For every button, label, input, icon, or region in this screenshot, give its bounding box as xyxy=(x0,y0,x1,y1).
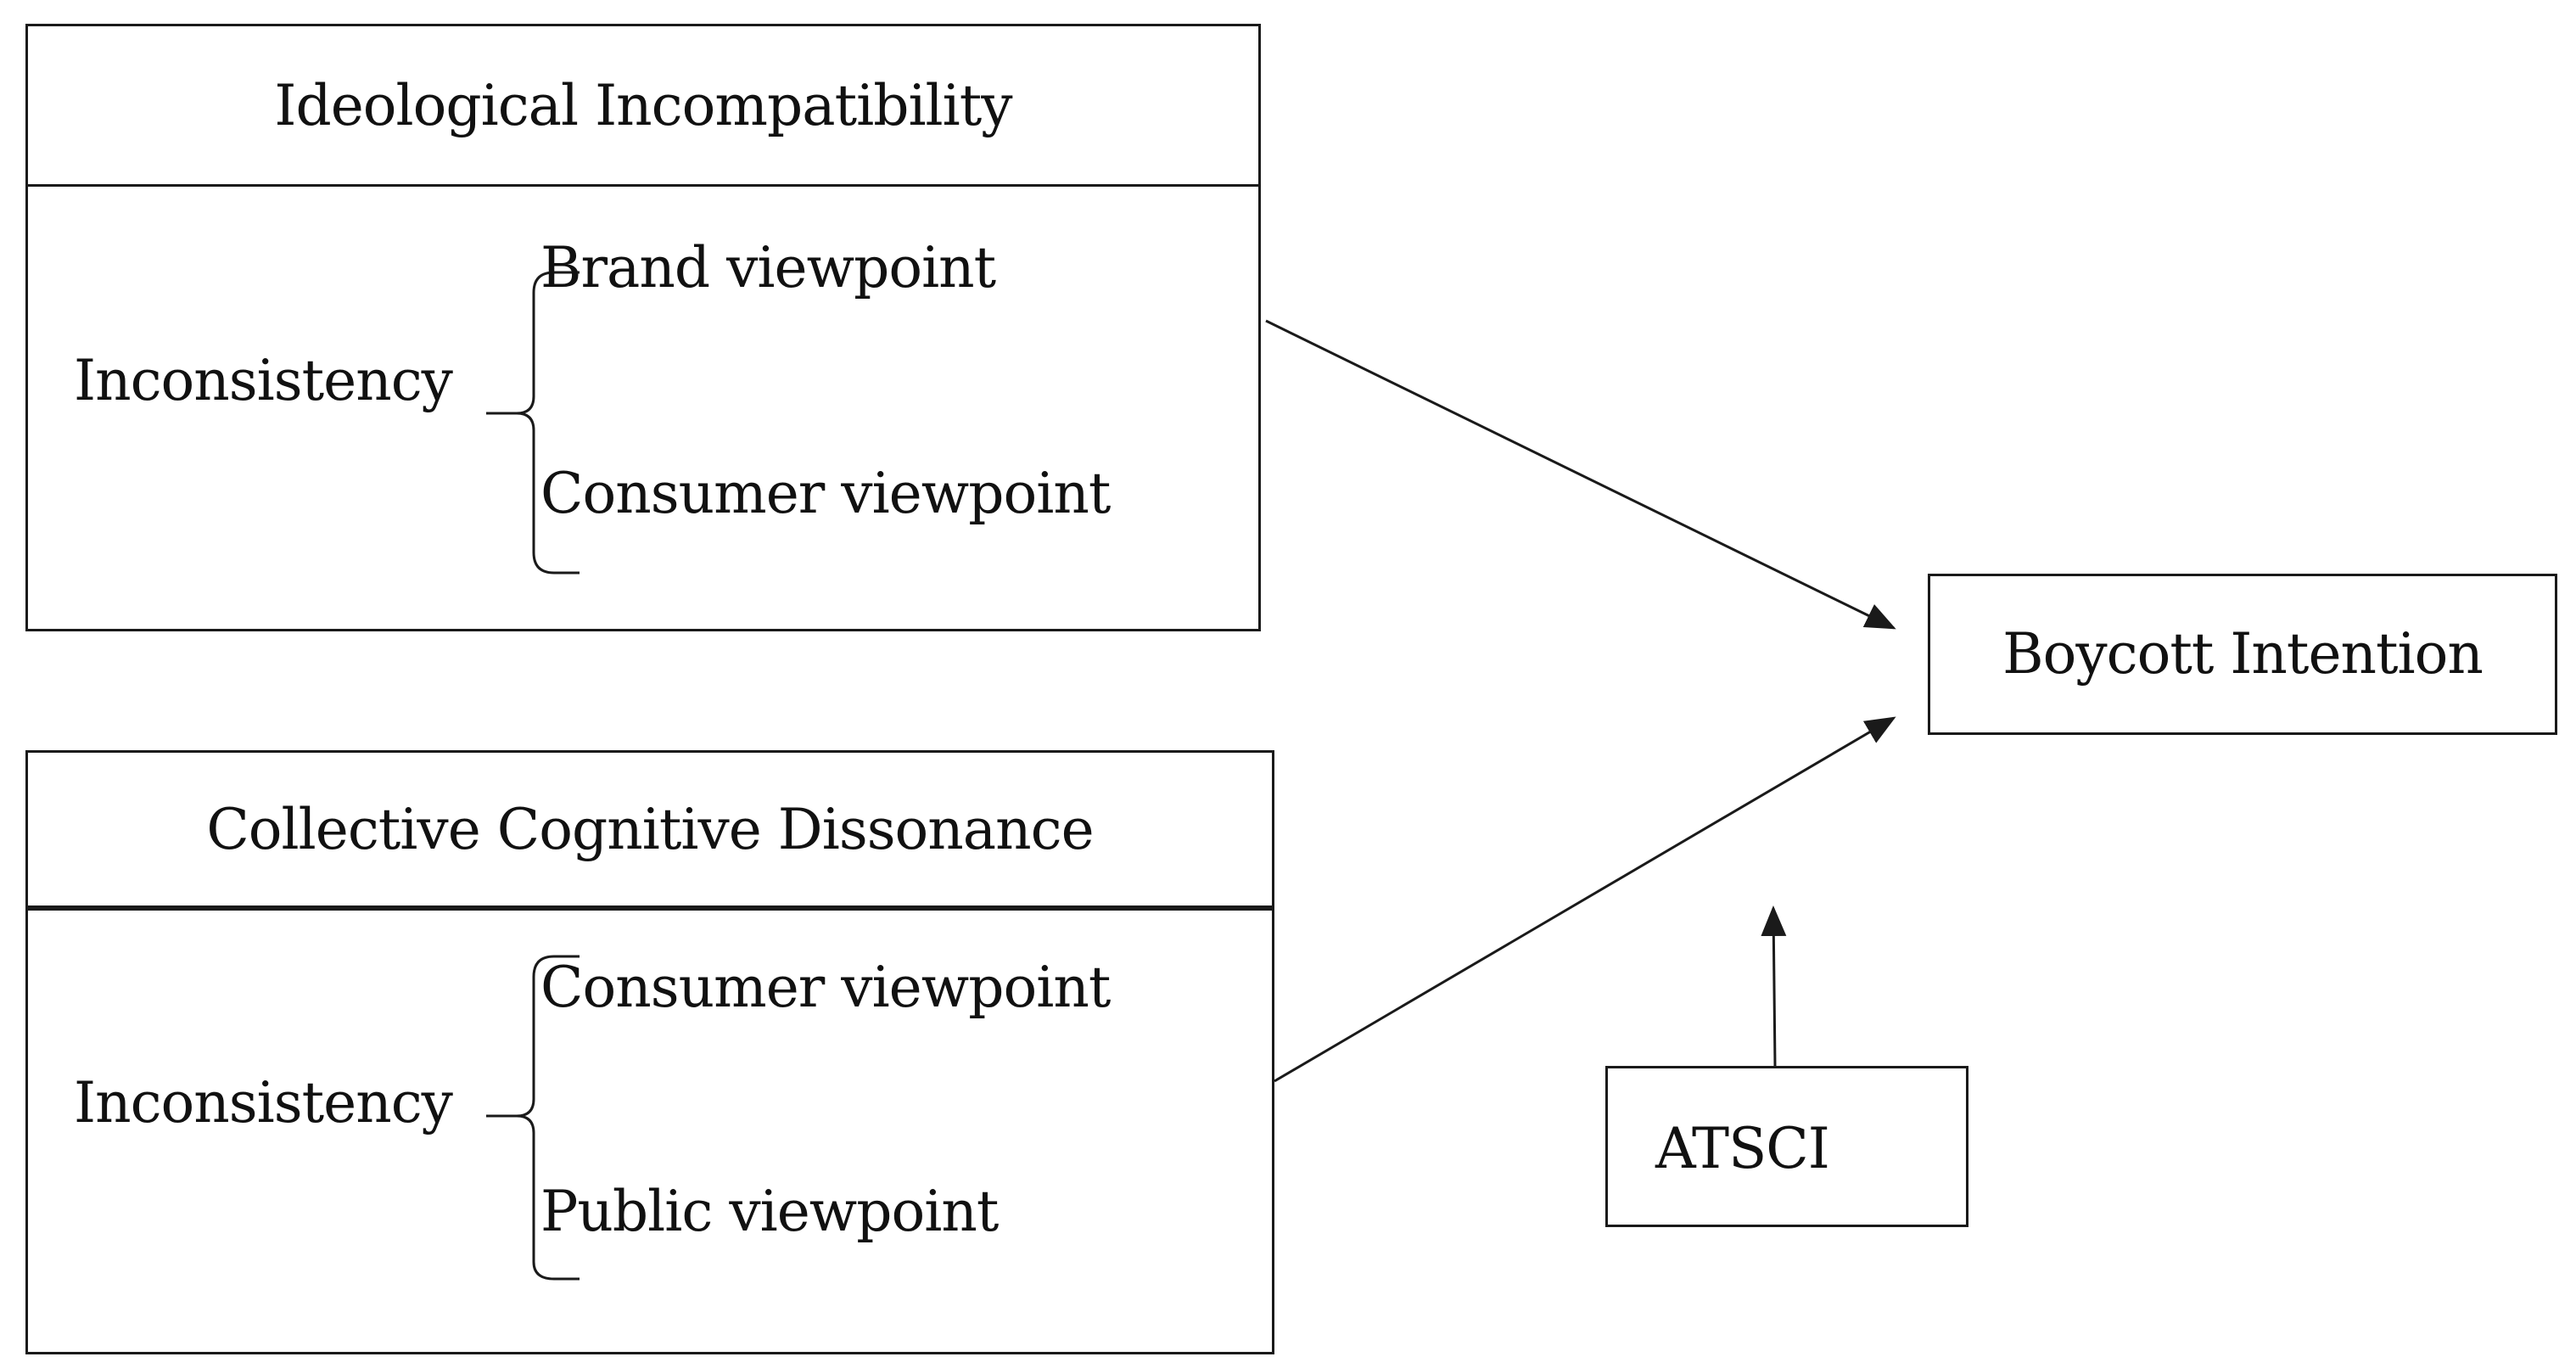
ideological-incompatibility-box: Ideological Incompatibility Inconsistenc… xyxy=(25,24,1261,631)
boycott-intention-label: Boycott Intention xyxy=(2002,621,2484,687)
collective-cognitive-dissonance-title: Collective Cognitive Dissonance xyxy=(206,796,1094,862)
dissonance-inconsistency-label: Inconsistency xyxy=(74,1070,453,1135)
dissonance-item-public-viewpoint: Public viewpoint xyxy=(540,1179,999,1244)
dissonance-item-consumer-viewpoint: Consumer viewpoint xyxy=(540,955,1111,1020)
ideological-item-brand-viewpoint: Brand viewpoint xyxy=(540,235,996,300)
boycott-intention-box: Boycott Intention xyxy=(1928,574,2557,735)
ideological-inconsistency-label: Inconsistency xyxy=(74,348,453,413)
ideological-to-boycott-arrow xyxy=(1265,319,1896,630)
dissonance-to-boycott-arrow xyxy=(1274,716,1896,1083)
ideological-divider xyxy=(28,184,1258,187)
atsci-box: ATSCI xyxy=(1605,1066,1968,1227)
dissonance-brace xyxy=(486,955,580,1281)
ideological-incompatibility-title: Ideological Incompatibility xyxy=(274,72,1012,138)
atsci-moderation-arrow xyxy=(1761,905,1787,1067)
dissonance-divider xyxy=(28,905,1272,911)
ideological-brace xyxy=(486,271,580,575)
ideological-item-consumer-viewpoint: Consumer viewpoint xyxy=(540,461,1111,526)
collective-cognitive-dissonance-box: Collective Cognitive Dissonance Inconsis… xyxy=(25,750,1274,1354)
atsci-label: ATSCI xyxy=(1655,1116,1830,1181)
